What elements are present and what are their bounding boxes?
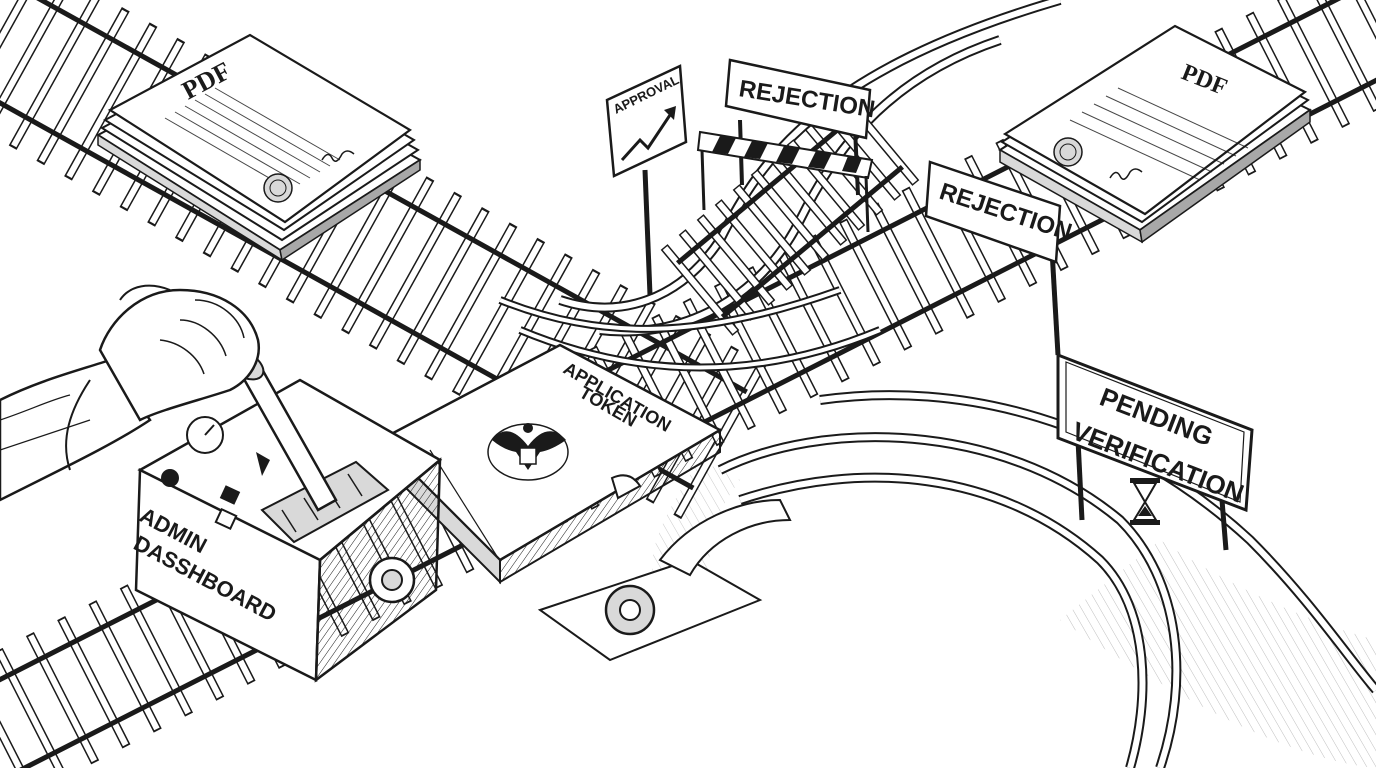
knob-icon [161, 469, 179, 487]
hand-pulling-lever [0, 284, 260, 502]
arrow-down-icon [256, 452, 270, 476]
curved-rail [499, 288, 841, 331]
track-barrier [696, 130, 874, 233]
rail [675, 111, 860, 266]
eagle-emblem-icon [487, 423, 569, 481]
curved-rail [739, 474, 1146, 768]
rail [720, 164, 905, 319]
admin-dashboard-control-box: ADMIN DASSHBOARD [130, 378, 443, 683]
seal-icon [1053, 137, 1083, 167]
rail-tie-face [371, 194, 460, 348]
switch-gear-mechanism [537, 498, 792, 662]
curved-rail [519, 328, 881, 370]
control-button [214, 507, 238, 531]
pdf-document-stack-right: PDF [998, 24, 1312, 244]
trend-up-icon [620, 111, 674, 162]
pending-verification-sign: PENDING VERIFICATION [1056, 352, 1254, 551]
rail-tie-face [872, 204, 942, 333]
curved-rail [718, 434, 1180, 768]
pdf-document-stack-left: PDF [96, 33, 422, 262]
seal-icon [263, 173, 293, 203]
curved-rail [819, 392, 1376, 692]
hourglass-icon [1130, 478, 1160, 525]
rail-tie-face [28, 634, 98, 763]
rail-tie-face [698, 216, 774, 304]
rail-tie-face [90, 602, 160, 731]
rail-tie-face [59, 618, 129, 747]
approval-sign: APPROVAL [605, 64, 688, 296]
rail-tie-face [398, 209, 488, 363]
control-button [219, 485, 241, 505]
